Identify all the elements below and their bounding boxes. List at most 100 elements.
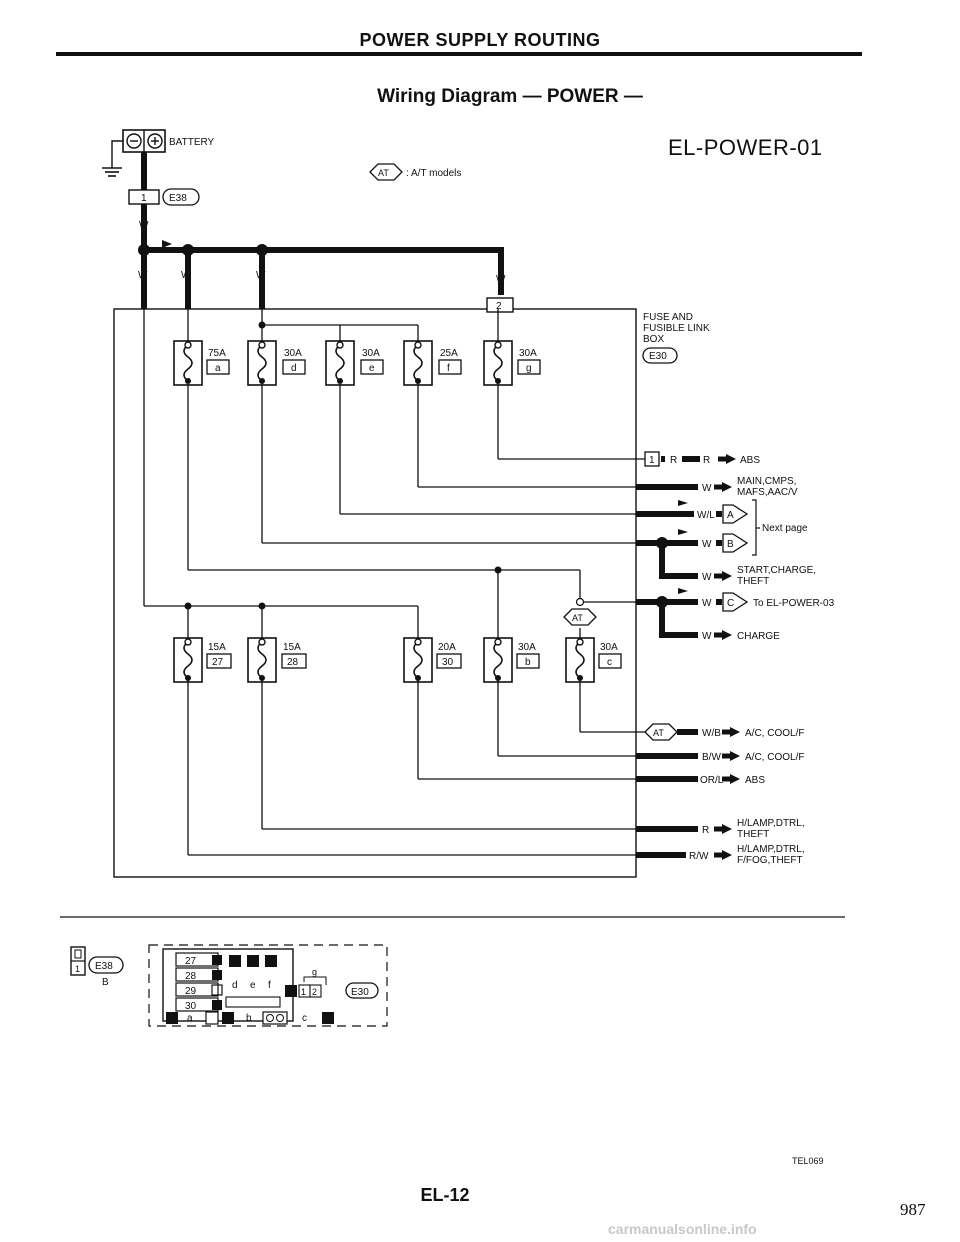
- svg-text:g: g: [312, 967, 317, 977]
- svg-text:W: W: [138, 270, 148, 281]
- svg-text:a: a: [215, 363, 221, 374]
- next-page-label: Next page: [762, 523, 808, 534]
- svg-text:R: R: [670, 455, 677, 466]
- output-ac-cool-wb: AT W/B A/C, COOL/F: [644, 723, 804, 741]
- svg-text:b: b: [525, 657, 531, 668]
- svg-text:20A: 20A: [438, 642, 456, 653]
- svg-text:1: 1: [141, 193, 147, 204]
- svg-text:30: 30: [185, 1001, 197, 1012]
- page-number: EL-12: [420, 1185, 470, 1205]
- svg-text:W: W: [181, 270, 191, 281]
- reference-code: TEL069: [792, 1156, 824, 1166]
- svg-text:AT: AT: [653, 728, 664, 738]
- svg-text:W/L: W/L: [697, 510, 715, 521]
- battery-label: BATTERY: [169, 137, 215, 148]
- svg-text:a: a: [187, 1013, 193, 1024]
- output-main-cmps: W MAIN,CMPS, MAFS,AAC/V: [636, 476, 798, 498]
- output-ac-cool-bw: B/W A/C, COOL/F: [636, 751, 804, 763]
- svg-text:A/C, COOL/F: A/C, COOL/F: [745, 752, 804, 763]
- svg-text:1: 1: [649, 455, 655, 466]
- svg-text:b: b: [246, 1013, 252, 1024]
- at-marker-fuse: AT: [563, 608, 597, 626]
- output-conn-b: W B: [636, 529, 749, 553]
- svg-text:30A: 30A: [600, 642, 618, 653]
- fuse-box-label: FUSE AND FUSIBLE LINK BOX E30: [642, 312, 710, 364]
- svg-text:W: W: [702, 483, 712, 494]
- svg-text:AT: AT: [572, 613, 583, 623]
- fusible-link-g: 30A g: [483, 340, 541, 386]
- output-conn-a: W/L A: [636, 500, 749, 524]
- svg-text:e: e: [250, 980, 256, 991]
- svg-text:28: 28: [287, 657, 299, 668]
- svg-text:: A/T models: : A/T models: [406, 168, 461, 179]
- svg-text:1: 1: [301, 987, 306, 997]
- svg-text:2: 2: [496, 301, 502, 312]
- svg-text:MAFS,AAC/V: MAFS,AAC/V: [737, 487, 798, 498]
- output-conn-c: W C To EL-POWER-03: [636, 588, 835, 612]
- svg-text:15A: 15A: [283, 642, 301, 653]
- svg-text:15A: 15A: [208, 642, 226, 653]
- fusible-link-d: 30A d: [247, 340, 306, 386]
- svg-text:B: B: [727, 539, 734, 550]
- diagram-subtitle: Wiring Diagram — POWER —: [377, 86, 643, 107]
- svg-text:W: W: [702, 572, 712, 583]
- svg-text:W: W: [256, 270, 266, 281]
- fuse-27: 15A 27: [173, 637, 232, 683]
- sheet-number: 987: [900, 1200, 926, 1219]
- svg-text:g: g: [526, 363, 532, 374]
- svg-text:R: R: [702, 825, 709, 836]
- svg-text:d: d: [232, 980, 238, 991]
- output-hlamp-ffog: R/W H/LAMP,DTRL, F/FOG,THEFT: [636, 844, 805, 866]
- svg-text:F/FOG,THEFT: F/FOG,THEFT: [737, 855, 803, 866]
- svg-text:2: 2: [312, 987, 317, 997]
- svg-text:W/B: W/B: [702, 728, 721, 739]
- svg-text:E30: E30: [351, 987, 369, 998]
- fuse-c: 30A c: [565, 637, 622, 683]
- svg-text:R: R: [703, 455, 710, 466]
- svg-text:30A: 30A: [362, 348, 380, 359]
- svg-text:E38: E38: [95, 961, 113, 972]
- fusible-link-f: 25A f: [403, 340, 462, 386]
- svg-text:27: 27: [185, 956, 197, 967]
- output-charge: W CHARGE: [659, 605, 780, 642]
- fusible-link-a: 75A a: [173, 340, 230, 386]
- svg-text:THEFT: THEFT: [737, 576, 769, 587]
- fuse-30: 20A 30: [403, 637, 462, 683]
- svg-text:H/LAMP,DTRL,: H/LAMP,DTRL,: [737, 818, 805, 829]
- svg-text:W: W: [139, 220, 149, 231]
- svg-text:W: W: [702, 598, 712, 609]
- watermark-text: carmanualsonline.info: [608, 1221, 757, 1237]
- svg-text:B: B: [102, 977, 109, 988]
- svg-text:CHARGE: CHARGE: [737, 631, 780, 642]
- svg-text:W: W: [496, 274, 506, 285]
- svg-text:d: d: [291, 363, 297, 374]
- connector-e38-inline: 1 E38: [128, 188, 200, 206]
- svg-text:ABS: ABS: [740, 455, 760, 466]
- svg-text:E38: E38: [169, 193, 187, 204]
- svg-text:c: c: [302, 1013, 307, 1024]
- output-abs-r: 1 R R ABS: [644, 451, 760, 467]
- fuse-b: 30A b: [483, 637, 540, 683]
- battery: BATTERY: [102, 129, 215, 177]
- svg-text:c: c: [607, 657, 612, 668]
- svg-text:OR/L: OR/L: [700, 775, 724, 786]
- svg-text:FUSIBLE LINK: FUSIBLE LINK: [643, 323, 710, 334]
- svg-text:f: f: [447, 363, 450, 374]
- svg-text:27: 27: [212, 657, 224, 668]
- svg-text:C: C: [727, 598, 734, 609]
- at-note-badge: AT : A/T models: [369, 163, 461, 181]
- svg-text:W: W: [702, 631, 712, 642]
- diagram-code: EL-POWER-01: [668, 135, 823, 160]
- svg-text:BOX: BOX: [643, 334, 664, 345]
- svg-text:START,CHARGE,: START,CHARGE,: [737, 565, 816, 576]
- svg-text:29: 29: [185, 986, 197, 997]
- svg-text:30A: 30A: [518, 642, 536, 653]
- svg-text:30: 30: [442, 657, 454, 668]
- svg-text:25A: 25A: [440, 348, 458, 359]
- svg-text:75A: 75A: [208, 348, 226, 359]
- svg-text:W: W: [702, 539, 712, 550]
- svg-text:FUSE AND: FUSE AND: [643, 312, 693, 323]
- connector-e38-view: 1 E38 B: [70, 946, 124, 988]
- svg-text:1: 1: [75, 964, 80, 974]
